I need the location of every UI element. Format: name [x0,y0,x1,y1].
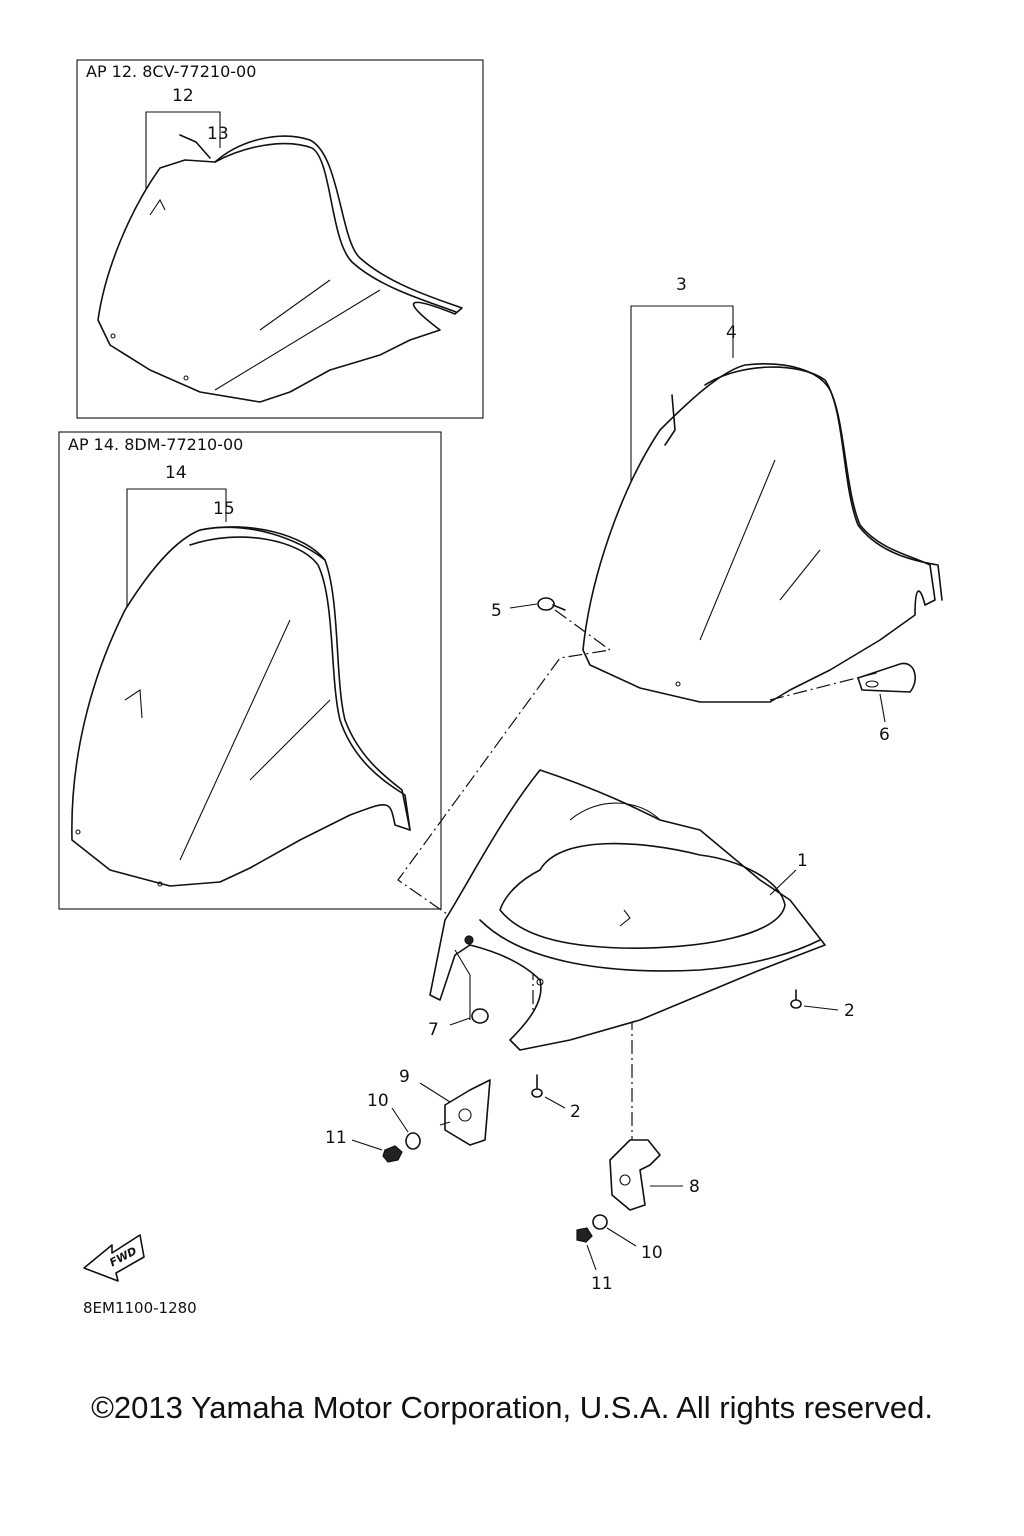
windscreen-main-drawing: 3 4 5 6 [491,275,943,745]
grommet-6-drawing [471,1008,489,1024]
ap12-box-title: AP 12. 8CV-77210-00 [86,62,256,81]
ap14-box-title: AP 14. 8DM-77210-00 [68,435,243,454]
ap14-inset-box: AP 14. 8DM-77210-00 14 15 [58,431,442,910]
callout-11b: 11 [591,1274,613,1294]
callout-15: 15 [213,499,235,519]
washer-10-right-drawing [592,1214,608,1230]
fwd-arrow-icon: FWD [83,1234,145,1282]
nut-11-left-drawing [382,1145,403,1163]
screw-5-drawing [537,597,566,611]
callout-1: 1 [797,851,808,871]
nut-11-right-drawing [576,1227,593,1243]
callout-7: 6 [879,725,890,745]
stay-9-drawing [439,1079,491,1146]
callout-10a: 10 [367,1091,389,1111]
cowling-1-drawing [429,769,826,1051]
callout-12: 12 [172,86,194,106]
callout-9: 9 [399,1067,410,1087]
callout-3: 3 [676,275,687,295]
washer-10-left-drawing [405,1132,421,1150]
callout-14: 14 [165,463,187,483]
callout-6: 7 [428,1020,439,1040]
callout-8: 8 [689,1177,700,1197]
windscreen-ap14-drawing [71,526,411,887]
diagram-code: 8EM1100-1280 [83,1299,197,1317]
stay-8-drawing [609,1139,661,1211]
callout-11a: 11 [325,1128,347,1148]
nut-plate-7-drawing [857,662,916,693]
screw-2-mid-drawing [531,1074,543,1098]
screw-2-right-drawing [790,989,802,1009]
callout-5: 5 [491,601,502,621]
callout-4: 4 [726,323,737,343]
callout-13: 13 [207,124,229,144]
copyright-notice: ©2013 Yamaha Motor Corporation, U.S.A. A… [91,1390,933,1425]
callout-10b: 10 [641,1243,663,1263]
ap12-inset-box: AP 12. 8CV-77210-00 12 13 [76,59,484,419]
windscreen-ap12-drawing [97,134,463,403]
callout-2a: 2 [844,1001,855,1021]
leader-1 [769,869,797,896]
callout-2b: 2 [570,1102,581,1122]
